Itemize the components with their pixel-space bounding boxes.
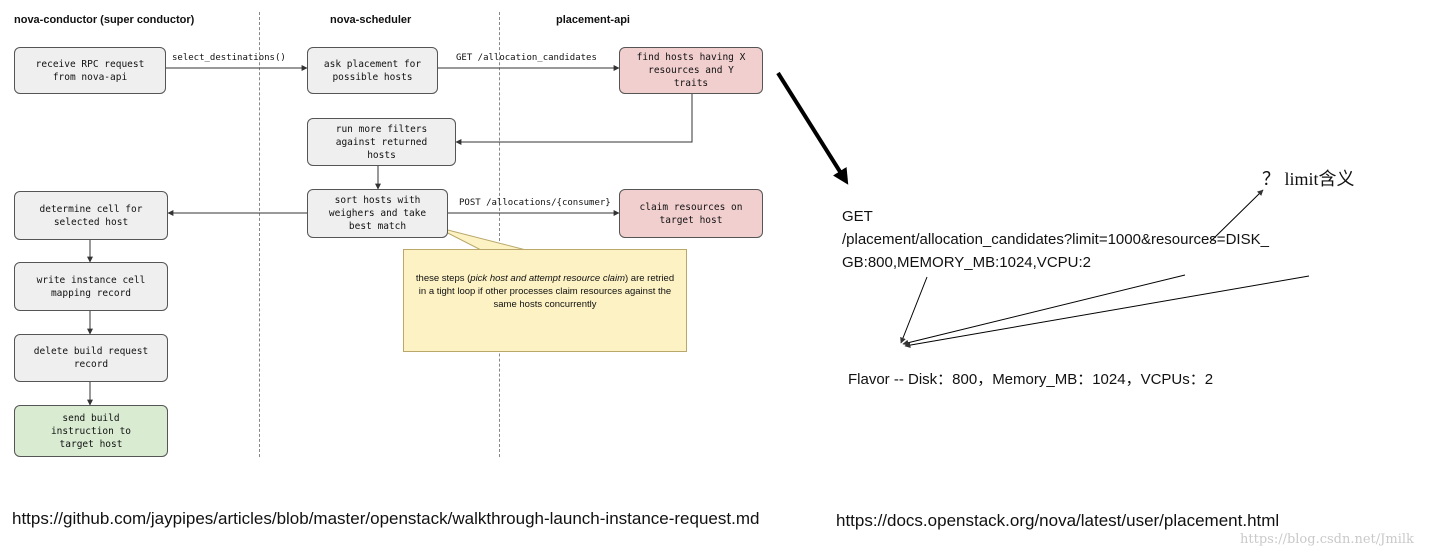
- line-disk-to-flavor: [900, 276, 928, 344]
- big-arrow: [776, 71, 849, 185]
- edge-find-to-filters: [455, 94, 693, 145]
- edge-label-post-allocations: POST /allocations/{consumer}: [459, 198, 611, 208]
- box-write-mapping-record: write instance cell mapping record: [14, 262, 168, 311]
- lane-title-placement: placement-api: [556, 14, 630, 26]
- openstack-docs-link[interactable]: https://docs.openstack.org/nova/latest/u…: [836, 511, 1280, 530]
- blog-watermark: https://blog.csdn.net/Jmilk: [1240, 532, 1414, 547]
- request-line-method: GET: [842, 208, 873, 225]
- lane-divider-left: [259, 12, 260, 457]
- limit-question-note: ？ limit含义: [1262, 169, 1355, 189]
- lane-title-scheduler: nova-scheduler: [330, 14, 412, 26]
- box-run-more-filters: run more filters against returned hosts: [307, 118, 456, 166]
- request-text: GET /placement/allocation_candidates?lim…: [842, 205, 1269, 274]
- lane-divider-right: [499, 12, 500, 457]
- box-sort-hosts: sort hosts with weighers and take best m…: [307, 189, 448, 238]
- box-receive-rpc-request: receive RPC request from nova-api: [14, 47, 166, 94]
- line-vcpu-to-flavor: [904, 275, 1310, 349]
- box-send-build-instruction: send build instruction to target host: [14, 405, 168, 457]
- github-article-link[interactable]: https://github.com/jaypipes/articles/blo…: [12, 509, 760, 528]
- edge-label-select-destinations: select_destinations(): [172, 53, 286, 63]
- line-memory-to-flavor: [902, 274, 1186, 346]
- box-claim-resources: claim resources on target host: [619, 189, 763, 238]
- line-limit-to-note: [1209, 189, 1264, 243]
- lane-title-conductor: nova-conductor (super conductor): [14, 14, 195, 26]
- flavor-summary: Flavor -- Disk：800，Memory_MB：1024，VCPUs：…: [848, 371, 1214, 388]
- box-determine-cell: determine cell for selected host: [14, 191, 168, 240]
- box-ask-placement: ask placement for possible hosts: [307, 47, 438, 94]
- box-delete-build-request: delete build request record: [14, 334, 168, 382]
- box-find-hosts: find hosts having X resources and Y trai…: [619, 47, 763, 94]
- request-line-resources: GB:800,MEMORY_MB:1024,VCPU:2: [842, 254, 1091, 271]
- request-line-path: /placement/allocation_candidates?limit=1…: [842, 231, 1269, 248]
- edge-label-get-candidates: GET /allocation_candidates: [456, 53, 597, 63]
- note-callout-pointer: [435, 226, 527, 251]
- retry-note: these steps (pick host and attempt resou…: [403, 249, 687, 352]
